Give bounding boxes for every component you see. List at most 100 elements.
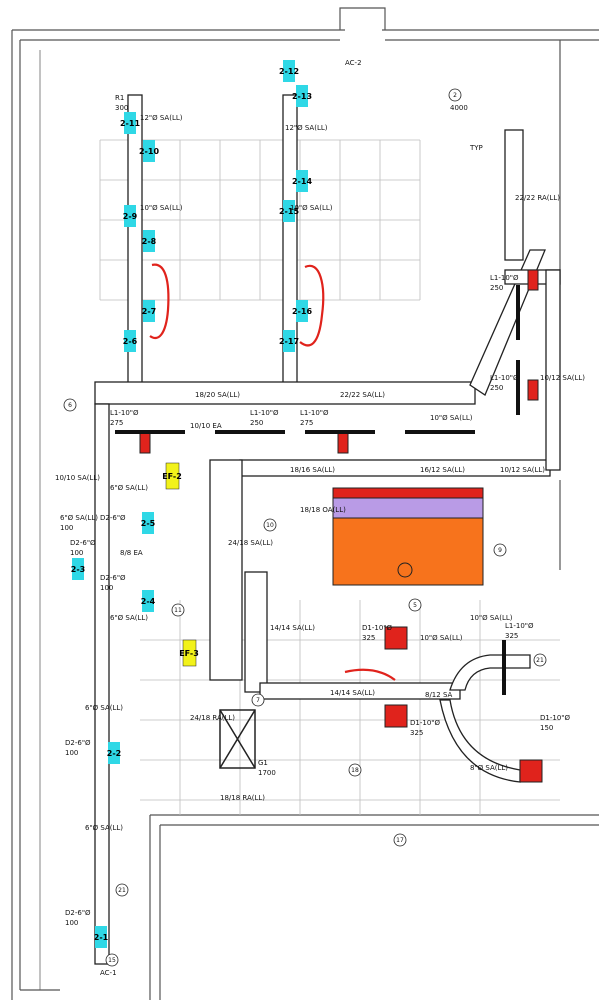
svg-text:100: 100 — [65, 919, 78, 927]
svg-text:AC-2: AC-2 — [345, 59, 362, 67]
cyan-tags: 2-12 2-13 2-11 2-10 2-14 2-15 2-9 2-8 2-… — [71, 60, 312, 948]
svg-text:16/12 SA(LL): 16/12 SA(LL) — [420, 466, 465, 474]
svg-text:6: 6 — [68, 402, 72, 409]
svg-text:6"Ø SA(LL): 6"Ø SA(LL) — [110, 484, 148, 492]
svg-text:11: 11 — [174, 607, 182, 614]
ceiling-grid — [99, 139, 560, 815]
svg-text:12"Ø SA(LL): 12"Ø SA(LL) — [285, 124, 328, 132]
svg-text:18/18 RA(LL): 18/18 RA(LL) — [220, 794, 265, 802]
svg-text:9: 9 — [498, 547, 502, 554]
callout-bubbles: 2 6 10 9 5 11 7 18 17 21 21 15 — [63, 88, 547, 967]
svg-text:2-12: 2-12 — [279, 67, 299, 76]
svg-text:10: 10 — [266, 522, 274, 529]
svg-text:L1-10"Ø: L1-10"Ø — [300, 409, 329, 417]
svg-text:2-2: 2-2 — [107, 749, 121, 758]
svg-text:2-6: 2-6 — [123, 337, 138, 346]
svg-text:10/12 SA(LL): 10/12 SA(LL) — [540, 374, 585, 382]
svg-text:8"Ø SA(LL): 8"Ø SA(LL) — [470, 764, 508, 772]
svg-text:22/22 RA(LL): 22/22 RA(LL) — [515, 194, 560, 202]
svg-text:D2-6"Ø: D2-6"Ø — [65, 909, 91, 917]
svg-text:6"Ø SA(LL): 6"Ø SA(LL) — [110, 614, 148, 622]
svg-text:18/16 SA(LL): 18/16 SA(LL) — [290, 466, 335, 474]
svg-text:EF-2: EF-2 — [162, 472, 182, 481]
svg-text:100: 100 — [65, 749, 78, 757]
svg-text:2-11: 2-11 — [120, 119, 140, 128]
red-diffusers — [139, 269, 543, 783]
svg-text:2-9: 2-9 — [123, 212, 138, 221]
svg-text:21: 21 — [536, 657, 544, 664]
svg-text:250: 250 — [490, 284, 503, 292]
svg-text:100: 100 — [60, 524, 73, 532]
svg-text:8/8 EA: 8/8 EA — [120, 549, 143, 557]
svg-text:2-13: 2-13 — [292, 92, 312, 101]
svg-text:24/18 SA(LL): 24/18 SA(LL) — [228, 539, 273, 547]
svg-text:2-1: 2-1 — [94, 933, 109, 942]
svg-text:D1-10"Ø: D1-10"Ø — [540, 714, 570, 722]
svg-text:10/10 SA(LL): 10/10 SA(LL) — [55, 474, 100, 482]
svg-text:G1: G1 — [258, 759, 268, 767]
svg-text:10"Ø SA(LL): 10"Ø SA(LL) — [470, 614, 513, 622]
svg-text:18/18 OA(LL): 18/18 OA(LL) — [300, 506, 346, 514]
duct-labels: 18/20 SA(LL) 22/22 SA(LL) 22/22 RA(LL) 1… — [55, 114, 585, 832]
svg-text:300: 300 — [115, 104, 128, 112]
svg-text:325: 325 — [410, 729, 423, 737]
svg-text:D2-6"Ø: D2-6"Ø — [100, 514, 126, 522]
svg-text:18/20 SA(LL): 18/20 SA(LL) — [195, 391, 240, 399]
svg-text:250: 250 — [250, 419, 263, 427]
ductwork — [94, 94, 561, 965]
svg-text:2-4: 2-4 — [141, 597, 156, 606]
svg-text:100: 100 — [100, 584, 113, 592]
svg-text:2-8: 2-8 — [142, 237, 157, 246]
svg-text:10"Ø SA(LL): 10"Ø SA(LL) — [420, 634, 463, 642]
svg-text:325: 325 — [362, 634, 375, 642]
svg-text:L1-10"Ø: L1-10"Ø — [490, 374, 519, 382]
svg-text:D1-10"Ø: D1-10"Ø — [410, 719, 440, 727]
svg-text:TYP: TYP — [469, 144, 483, 152]
svg-text:14/14 SA(LL): 14/14 SA(LL) — [270, 624, 315, 632]
red-markups — [149, 263, 396, 681]
svg-text:4000: 4000 — [450, 104, 468, 112]
svg-text:L1-10"Ø: L1-10"Ø — [110, 409, 139, 417]
svg-text:8/12 SA: 8/12 SA — [425, 691, 453, 699]
svg-text:100: 100 — [70, 549, 83, 557]
svg-text:275: 275 — [110, 419, 123, 427]
svg-text:L1-10"Ø: L1-10"Ø — [490, 274, 519, 282]
svg-text:7: 7 — [256, 697, 260, 704]
svg-text:D1-10"Ø: D1-10"Ø — [362, 624, 392, 632]
svg-text:14/14 SA(LL): 14/14 SA(LL) — [330, 689, 375, 697]
svg-text:6"Ø SA(LL): 6"Ø SA(LL) — [60, 514, 98, 522]
air-handling-unit — [332, 487, 484, 586]
svg-text:250: 250 — [490, 384, 503, 392]
svg-text:EF-3: EF-3 — [179, 649, 199, 658]
svg-text:2-5: 2-5 — [141, 519, 156, 528]
svg-text:12"Ø SA(LL): 12"Ø SA(LL) — [140, 114, 183, 122]
svg-text:2-14: 2-14 — [292, 177, 312, 186]
yellow-tags: EF-2 EF-3 — [162, 462, 199, 667]
svg-text:2-17: 2-17 — [279, 337, 299, 346]
svg-text:18: 18 — [351, 767, 359, 774]
svg-text:275: 275 — [300, 419, 313, 427]
svg-text:10/12 SA(LL): 10/12 SA(LL) — [500, 466, 545, 474]
svg-text:17: 17 — [396, 837, 404, 844]
svg-text:325: 325 — [505, 632, 518, 640]
svg-text:2-16: 2-16 — [292, 307, 312, 316]
svg-text:10"Ø SA(LL): 10"Ø SA(LL) — [140, 204, 183, 212]
svg-text:2-15: 2-15 — [279, 207, 299, 216]
svg-text:6"Ø SA(LL): 6"Ø SA(LL) — [85, 824, 123, 832]
svg-text:L1-10"Ø: L1-10"Ø — [505, 622, 534, 630]
svg-text:1700: 1700 — [258, 769, 276, 777]
svg-text:10"Ø SA(LL): 10"Ø SA(LL) — [290, 204, 333, 212]
svg-text:24/18 RA(LL): 24/18 RA(LL) — [190, 714, 235, 722]
svg-text:AC-1: AC-1 — [100, 969, 117, 977]
svg-text:D2-6"Ø: D2-6"Ø — [70, 539, 96, 547]
return-grille — [219, 709, 256, 769]
svg-text:5: 5 — [413, 602, 417, 609]
svg-text:R1: R1 — [115, 94, 124, 102]
svg-text:2-10: 2-10 — [139, 147, 159, 156]
svg-text:10"Ø SA(LL): 10"Ø SA(LL) — [430, 414, 473, 422]
svg-text:6"Ø SA(LL): 6"Ø SA(LL) — [85, 704, 123, 712]
svg-text:D2-6"Ø: D2-6"Ø — [65, 739, 91, 747]
svg-text:21: 21 — [118, 887, 126, 894]
svg-text:10/10 EA: 10/10 EA — [190, 422, 222, 430]
